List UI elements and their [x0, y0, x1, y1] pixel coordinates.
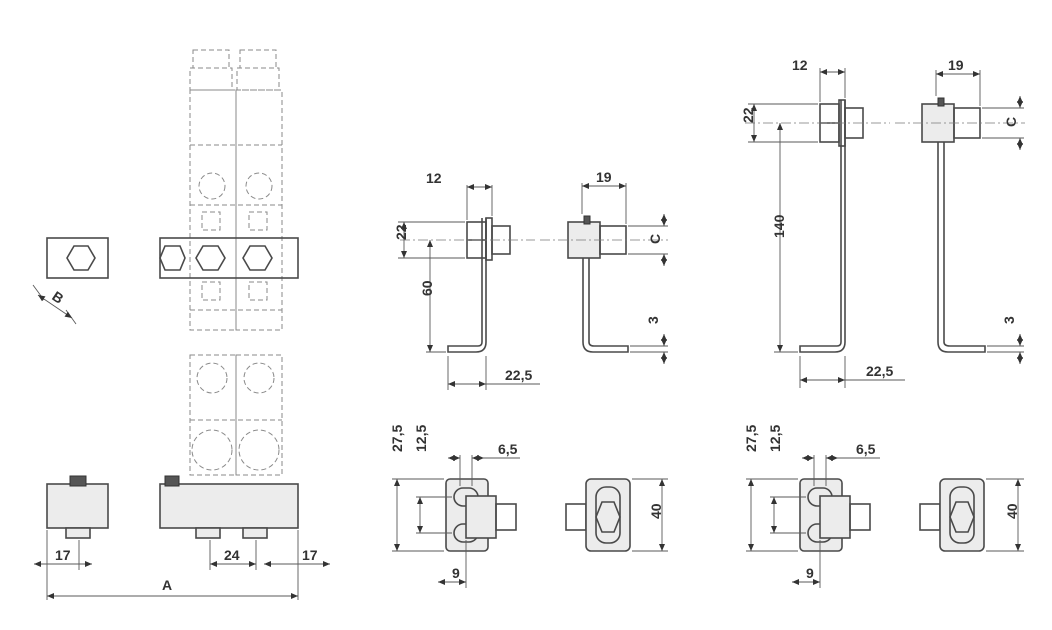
dim-small-width-top: 12	[426, 170, 442, 186]
manifold-bar	[159, 237, 299, 279]
dim-large-side-c: C	[1003, 117, 1019, 127]
dim-manifold-pitch: 24	[224, 547, 240, 563]
bracket-small-front-view: 27,5 12,5 6,5 9	[389, 425, 520, 588]
dim-large-side-width: 19	[948, 57, 964, 73]
bracket-small-section-view: 19 C 3	[540, 169, 668, 364]
dim-small-side-c: C	[647, 234, 663, 244]
dim-large-thickness: 3	[1001, 316, 1017, 324]
dim-large-slot-height: 12,5	[767, 425, 783, 452]
dim-small-slot-width: 6,5	[498, 441, 518, 457]
dim-large-side-height: 40	[1004, 503, 1020, 519]
manifold-bar-front	[159, 483, 299, 529]
dim-large-foot: 22,5	[866, 363, 893, 379]
dim-large-front-height: 27,5	[743, 425, 759, 452]
dim-large-front-width: 9	[806, 565, 814, 581]
manifold-end-block-front	[46, 483, 109, 529]
bracket-large-side-view: 12 22 140 22,5	[740, 57, 905, 388]
dim-small-side-width: 19	[596, 169, 612, 185]
manifold-end-block	[46, 237, 109, 279]
hex-nut-icon	[66, 245, 96, 271]
bracket-large-front-view: 27,5 12,5 6,5 9	[743, 425, 880, 588]
dim-small-front-height: 27,5	[389, 425, 405, 452]
dim-small-height: 60	[419, 280, 435, 296]
bracket-large-rear-view: 40	[919, 478, 1024, 552]
hex-nut-icon	[242, 245, 273, 271]
dim-large-width-top: 12	[792, 57, 808, 73]
dim-small-height-top: 22	[393, 224, 409, 240]
bracket-small-side-view: 12 22 60 22,5	[393, 170, 540, 390]
dim-large-height: 140	[771, 214, 787, 238]
dim-large-height-top: 22	[740, 107, 756, 123]
dim-small-foot: 22,5	[505, 367, 532, 383]
manifold-top-view: B	[32, 49, 299, 331]
hex-nut-icon	[195, 245, 226, 271]
valve-stack-dashed	[189, 49, 283, 331]
dim-manifold-left-offset: 17	[55, 547, 71, 563]
bracket-large-section-view: 19 C 3	[895, 57, 1025, 364]
dim-large-slot-width: 6,5	[856, 441, 876, 457]
dim-small-slot-height: 12,5	[413, 425, 429, 452]
dim-manifold-right-offset: 17	[302, 547, 318, 563]
dim-small-thickness: 3	[645, 316, 661, 324]
bracket-small-rear-view: 40	[565, 478, 668, 552]
dim-small-side-height: 40	[648, 503, 664, 519]
dim-manifold-total-a: A	[162, 577, 172, 593]
dim-small-front-width: 9	[452, 565, 460, 581]
hex-nut-icon	[159, 245, 186, 271]
manifold-front-view: 17 24 17 A	[34, 354, 330, 600]
